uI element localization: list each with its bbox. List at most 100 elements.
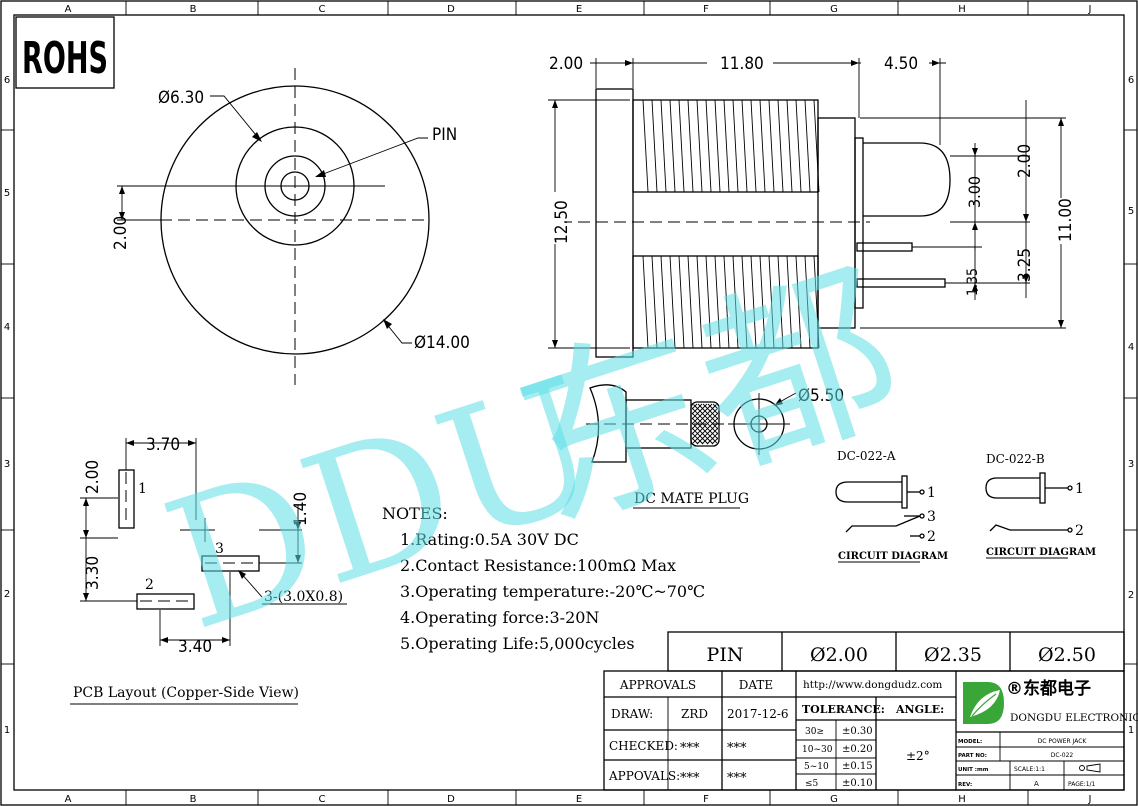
tol-range: ≤5 bbox=[805, 779, 819, 789]
tb-page: PAGE:1/1 bbox=[1068, 781, 1096, 788]
row-label-right: 6 bbox=[1128, 75, 1134, 86]
projection-symbol-icon bbox=[1079, 763, 1101, 773]
tb-scale: SCALE:1:1 bbox=[1014, 766, 1045, 773]
tol-range: 30≥ bbox=[805, 727, 824, 737]
slot-note: 3-(3.0X0.8) bbox=[264, 589, 343, 605]
col-label-bottom: E bbox=[576, 794, 582, 805]
tb-partno: DC-022 bbox=[1051, 752, 1074, 759]
dia-outer-label: Ø14.00 bbox=[414, 333, 470, 353]
tb-draw-name: ZRD bbox=[681, 707, 708, 721]
circuit-b-pin-1: 1 bbox=[1075, 481, 1084, 497]
circuit-b-caption: CIRCUIT DIAGRAM bbox=[986, 547, 1096, 558]
pin-table-value: Ø2.00 bbox=[810, 644, 868, 666]
dim-flange: 2.00 bbox=[549, 54, 583, 74]
circuit-b-pin-2: 2 bbox=[1075, 523, 1084, 539]
dim-pins: 4.50 bbox=[884, 54, 918, 74]
front-view: 2.00 Ø6.30 PIN Ø14.00 bbox=[111, 68, 470, 385]
tb-rev: A bbox=[1034, 780, 1039, 788]
circuit-a-title: DC-022-A bbox=[837, 449, 896, 463]
row-label-right: 5 bbox=[1128, 206, 1134, 217]
dim-pin-lower: 3.25 bbox=[1015, 248, 1035, 282]
tol-value: ±0.30 bbox=[842, 726, 873, 737]
dim-pin-small: 1.35 bbox=[965, 268, 981, 296]
circuit-a-pin-2: 2 bbox=[927, 529, 936, 545]
pin-table: PIN Ø2.00 Ø2.35 Ø2.50 bbox=[667, 631, 1125, 672]
row-label-left: 6 bbox=[4, 75, 10, 86]
title-block: APPROVALS DATE http://www.dongdudz.com T… bbox=[603, 670, 1138, 791]
pin-label: PIN bbox=[432, 125, 457, 145]
col-label-top: E bbox=[576, 4, 582, 15]
plug-caption: DC MATE PLUG bbox=[634, 491, 749, 507]
row-label-right: 4 bbox=[1128, 342, 1134, 353]
tb-checked-date: *** bbox=[727, 741, 747, 756]
col-label-bottom: F bbox=[703, 794, 709, 805]
pin-table-header: PIN bbox=[707, 644, 744, 666]
company-logo bbox=[963, 682, 1004, 724]
note-item: 5.Operating Life:5,000cycles bbox=[400, 634, 635, 653]
tb-appovals-name: *** bbox=[680, 771, 700, 786]
pad-3-label: 3 bbox=[215, 541, 224, 557]
circuit-diagram-b: DC-022-B 1 2 CIRCUIT DIAGRAM bbox=[985, 452, 1096, 559]
tol-value: ±0.10 bbox=[842, 778, 873, 789]
tb-url: http://www.dongdudz.com bbox=[803, 679, 942, 691]
tol-value: ±0.15 bbox=[842, 761, 873, 772]
watermark: DDU 东都 bbox=[144, 235, 923, 670]
col-label-bottom: H bbox=[958, 794, 966, 805]
tb-angle-value: ±2° bbox=[906, 749, 930, 763]
row-label-left: 5 bbox=[4, 188, 10, 199]
notes: NOTES: 1.Rating:0.5A 30V DC 2.Contact Re… bbox=[382, 504, 705, 653]
pcb-dim-left: 2.00 bbox=[83, 460, 103, 494]
pcb-dim-mid: 1.40 bbox=[291, 492, 311, 526]
company-name-en: DONGDU ELECTRONICS bbox=[1010, 712, 1138, 724]
dim-right-total: 11.00 bbox=[1056, 198, 1076, 242]
plug-dia-label: Ø5.50 bbox=[798, 386, 844, 406]
dim-body: 11.80 bbox=[720, 54, 764, 74]
tb-model: DC POWER JACK bbox=[1038, 738, 1088, 745]
company-name-cn: ®东都电子 bbox=[1006, 678, 1091, 699]
note-item: 3.Operating temperature:-20℃~70℃ bbox=[400, 582, 705, 601]
col-label-bottom: J bbox=[1088, 794, 1092, 805]
front-offset-dim: 2.00 bbox=[111, 216, 131, 250]
circuit-b-title: DC-022-B bbox=[986, 452, 1045, 466]
pcb-dim-height: 3.30 bbox=[83, 556, 103, 590]
tb-checked-name: *** bbox=[680, 741, 700, 756]
notes-title: NOTES: bbox=[382, 504, 448, 523]
row-label-left: 3 bbox=[4, 459, 10, 470]
tb-partno-label: PART NO: bbox=[958, 753, 987, 759]
watermark-cjk: 东都 bbox=[494, 235, 924, 563]
dia-inner-label: Ø6.30 bbox=[158, 88, 204, 108]
dim-pin-gap: 3.00 bbox=[965, 176, 984, 208]
rohs-badge: ROHS bbox=[15, 16, 115, 89]
tb-rev-label: REV: bbox=[958, 782, 972, 788]
tol-range: 5~10 bbox=[804, 762, 829, 772]
tb-appovals: APPOVALS: bbox=[608, 769, 680, 783]
tol-value: ±0.20 bbox=[842, 744, 873, 755]
col-label-top: D bbox=[447, 4, 455, 15]
tb-draw-date: 2017-12-6 bbox=[727, 707, 789, 721]
pcb-layout: 1 2 3 3.70 2.00 3.30 1.40 3.40 bbox=[70, 435, 347, 705]
col-label-top: J bbox=[1088, 4, 1092, 15]
row-label-left: 1 bbox=[4, 725, 10, 736]
pin-table-value: Ø2.50 bbox=[1038, 644, 1096, 666]
dc-mate-plug: Ø5.50 DC MATE PLUG bbox=[586, 384, 844, 509]
tb-tolerance: TOLERANCE: bbox=[802, 703, 885, 716]
col-label-bottom: A bbox=[65, 794, 72, 805]
side-view: 2.00 11.80 4.50 12.50 11.00 2.00 3.00 3.… bbox=[546, 52, 1076, 358]
pad-1-label: 1 bbox=[138, 481, 147, 497]
row-label-right: 1 bbox=[1128, 725, 1134, 736]
pcb-dim-width: 3.70 bbox=[146, 435, 180, 455]
rohs-label: ROHS bbox=[22, 33, 108, 84]
tb-appovals-date: *** bbox=[727, 771, 747, 786]
tb-angle: ANGLE: bbox=[895, 703, 944, 716]
note-item: 4.Operating force:3-20N bbox=[400, 608, 599, 627]
row-label-right: 3 bbox=[1128, 459, 1134, 470]
col-label-bottom: B bbox=[190, 794, 197, 805]
pcb-dim-bottom: 3.40 bbox=[178, 637, 212, 657]
col-label-top: B bbox=[190, 4, 197, 15]
tb-draw: DRAW: bbox=[611, 707, 653, 721]
row-label-left: 2 bbox=[4, 589, 10, 600]
tb-approvals: APPROVALS bbox=[619, 678, 696, 692]
circuit-diagram-a: DC-022-A 1 3 2 CIRCUIT DIAGRAM bbox=[835, 449, 948, 563]
